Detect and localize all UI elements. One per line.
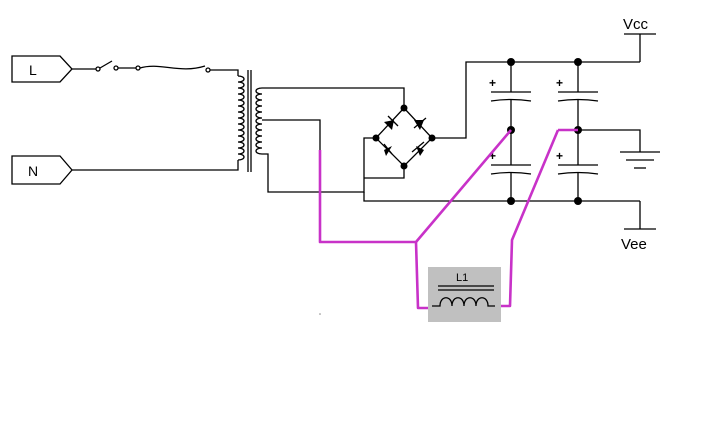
junction-dot	[574, 58, 582, 66]
switch-contact	[113, 65, 119, 71]
bridge-node	[372, 134, 380, 142]
added-wire-left	[318, 129, 512, 244]
switch-blade	[99, 60, 113, 69]
junction-dot	[507, 58, 515, 66]
junction-dot	[507, 197, 515, 205]
switch-fuse-path	[72, 60, 239, 76]
vcc-label: Vcc	[623, 16, 649, 33]
inductor-l1: L1	[428, 267, 501, 322]
secondary-winding	[255, 87, 263, 155]
bridge-outline	[375, 107, 433, 167]
line-wire	[210, 69, 239, 76]
secondary-ac-wire	[262, 87, 405, 108]
terminal-neutral: N	[11, 155, 73, 185]
terminal-line-label: L	[29, 62, 37, 78]
ground-symbol	[578, 129, 660, 169]
secondary-return-wire	[262, 137, 376, 193]
inductor-designator: L1	[456, 272, 468, 284]
neutral-wire	[72, 160, 239, 171]
fuse-contact	[135, 65, 141, 71]
diode-icon	[411, 141, 425, 156]
secondary-center-tap	[262, 119, 321, 150]
inductor-box	[428, 267, 501, 322]
diode-icon	[413, 117, 427, 130]
terminal-line: L	[11, 55, 73, 83]
terminal-neutral-label: N	[28, 163, 38, 179]
ground-wire	[578, 129, 641, 152]
diode-icon	[384, 115, 399, 130]
capacitor-column-left: + +	[489, 58, 532, 205]
transformer	[237, 70, 263, 172]
vee-terminal: Vee	[621, 201, 656, 253]
positive-rail-wire	[432, 61, 640, 139]
capacitor-plate	[557, 171, 599, 175]
capacitor-polarity-mark: +	[489, 76, 496, 90]
capacitor-polarity-mark: +	[556, 76, 563, 90]
fuse-element	[139, 65, 206, 70]
fuse-contact	[205, 67, 211, 73]
capacitor-plate	[490, 98, 532, 102]
diode-icon	[383, 143, 393, 156]
terminal-line-outline	[11, 55, 73, 83]
capacitor-polarity-mark: +	[489, 149, 496, 163]
stray-pixel	[319, 313, 321, 315]
bridge-negative-wire	[364, 166, 405, 179]
added-wire-left-lead	[414, 241, 432, 310]
added-wire-right	[495, 129, 560, 308]
switch-contact	[95, 66, 101, 72]
capacitor-column-right: + +	[556, 58, 599, 205]
vcc-terminal: Vcc	[623, 16, 656, 62]
bridge-node	[400, 104, 408, 112]
bridge-rectifier	[372, 104, 436, 170]
capacitor-plate	[557, 98, 599, 102]
capacitor-polarity-mark: +	[556, 149, 563, 163]
primary-winding	[237, 75, 245, 161]
negative-rail-wire	[363, 192, 640, 202]
junction-dot	[574, 197, 582, 205]
inductor-coil	[432, 297, 495, 307]
capacitor-plate	[490, 171, 532, 175]
terminal-neutral-outline	[11, 155, 73, 185]
vee-label: Vee	[621, 236, 647, 253]
